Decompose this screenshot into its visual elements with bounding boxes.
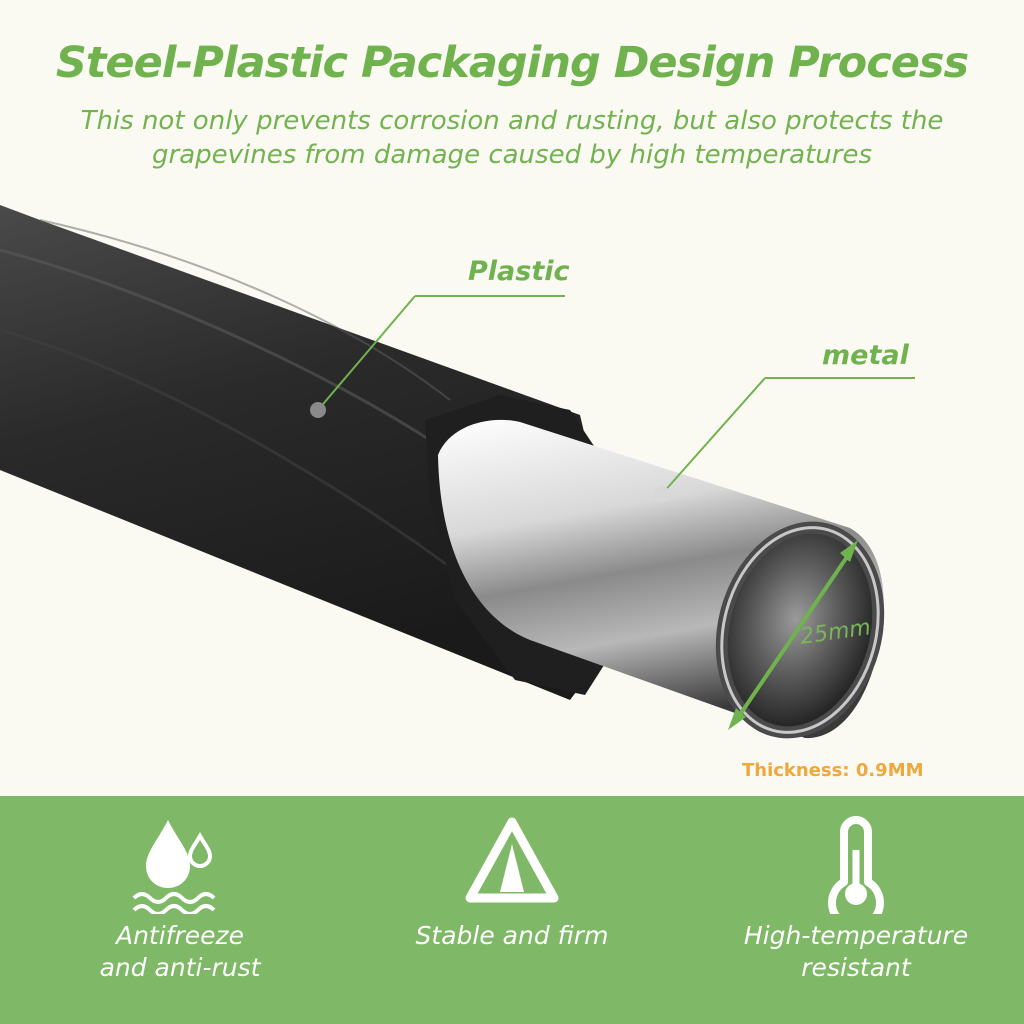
plastic-callout-line [310, 295, 565, 418]
feature-antifreeze-line2: and anti-rust [99, 953, 261, 982]
tent-triangle-icon [465, 817, 559, 903]
page-title: Steel-Plastic Packaging Design Process [55, 38, 969, 88]
thickness-label: Thickness: 0.9MM [742, 760, 924, 781]
feature-heat-line1: High-temperature [743, 921, 969, 950]
feature-antifreeze: Antifreeze and anti-rust [30, 796, 330, 1024]
plastic-label: Plastic [468, 256, 570, 287]
page-subtitle: This not only prevents corrosion and rus… [80, 106, 944, 170]
diameter-arrow [728, 540, 858, 730]
feature-heat-line2: resistant [801, 953, 911, 982]
water-drops-icon [132, 820, 216, 914]
feature-stable: Stable and firm [362, 796, 662, 1024]
feature-stable-line1: Stable and firm [415, 921, 609, 950]
tube-illustration [0, 205, 915, 739]
metal-callout-line [654, 377, 915, 502]
thermometer-icon [828, 816, 884, 914]
metal-tube [438, 419, 885, 739]
feature-heat: High-temperature resistant [706, 796, 1006, 1024]
metal-label: metal [822, 340, 909, 371]
feature-antifreeze-line1: Antifreeze [115, 921, 245, 950]
feature-band: Antifreeze and anti-rust Stable and firm… [0, 796, 1024, 1024]
